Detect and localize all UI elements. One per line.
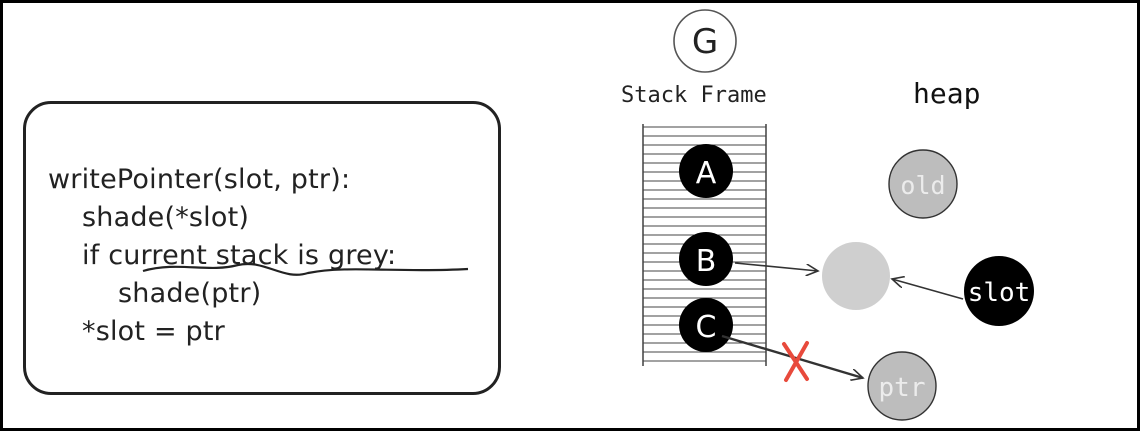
underline-squiggle [142, 262, 469, 276]
stack-frame [642, 124, 767, 366]
code-line-shade-ptr: shade(ptr) [118, 278, 262, 309]
stack-node-c-label: C [696, 310, 717, 345]
code-line-if-grey: if current stack is grey: [82, 240, 397, 271]
stack-node-b: B [679, 232, 733, 286]
code-line-write-pointer: writePointer(slot, ptr): [48, 164, 351, 195]
heap-object-grey [822, 242, 890, 310]
heap-object-old-label: old [900, 171, 945, 200]
code-box [23, 101, 501, 395]
diagram-canvas: G A B C old slot [142, 9, 1034, 421]
heap-label: heap [913, 77, 981, 110]
stack-frame-lines [643, 126, 766, 362]
code-line-shade-slot: shade(*slot) [82, 202, 250, 233]
arrow-slot-to-grey [892, 279, 964, 300]
code-line-assign: *slot = ptr [82, 316, 225, 347]
stack-node-a: A [679, 144, 733, 198]
heap-object-ptr: ptr [867, 351, 937, 421]
goroutine-label: G [692, 22, 718, 62]
heap-object-ptr-label: ptr [879, 373, 926, 403]
stack-node-b-label: B [696, 244, 717, 279]
stack-node-c: C [679, 298, 733, 352]
goroutine-node: G [673, 9, 737, 73]
arrow-b-to-grey [734, 262, 818, 271]
stack-node-a-label: A [696, 156, 717, 191]
stack-frame-label: Stack Frame [621, 83, 767, 108]
heap-object-slot: slot [964, 256, 1034, 326]
heap-object-slot-label: slot [968, 278, 1031, 308]
red-cross-mark [782, 341, 809, 382]
heap-object-old: old [888, 149, 958, 219]
